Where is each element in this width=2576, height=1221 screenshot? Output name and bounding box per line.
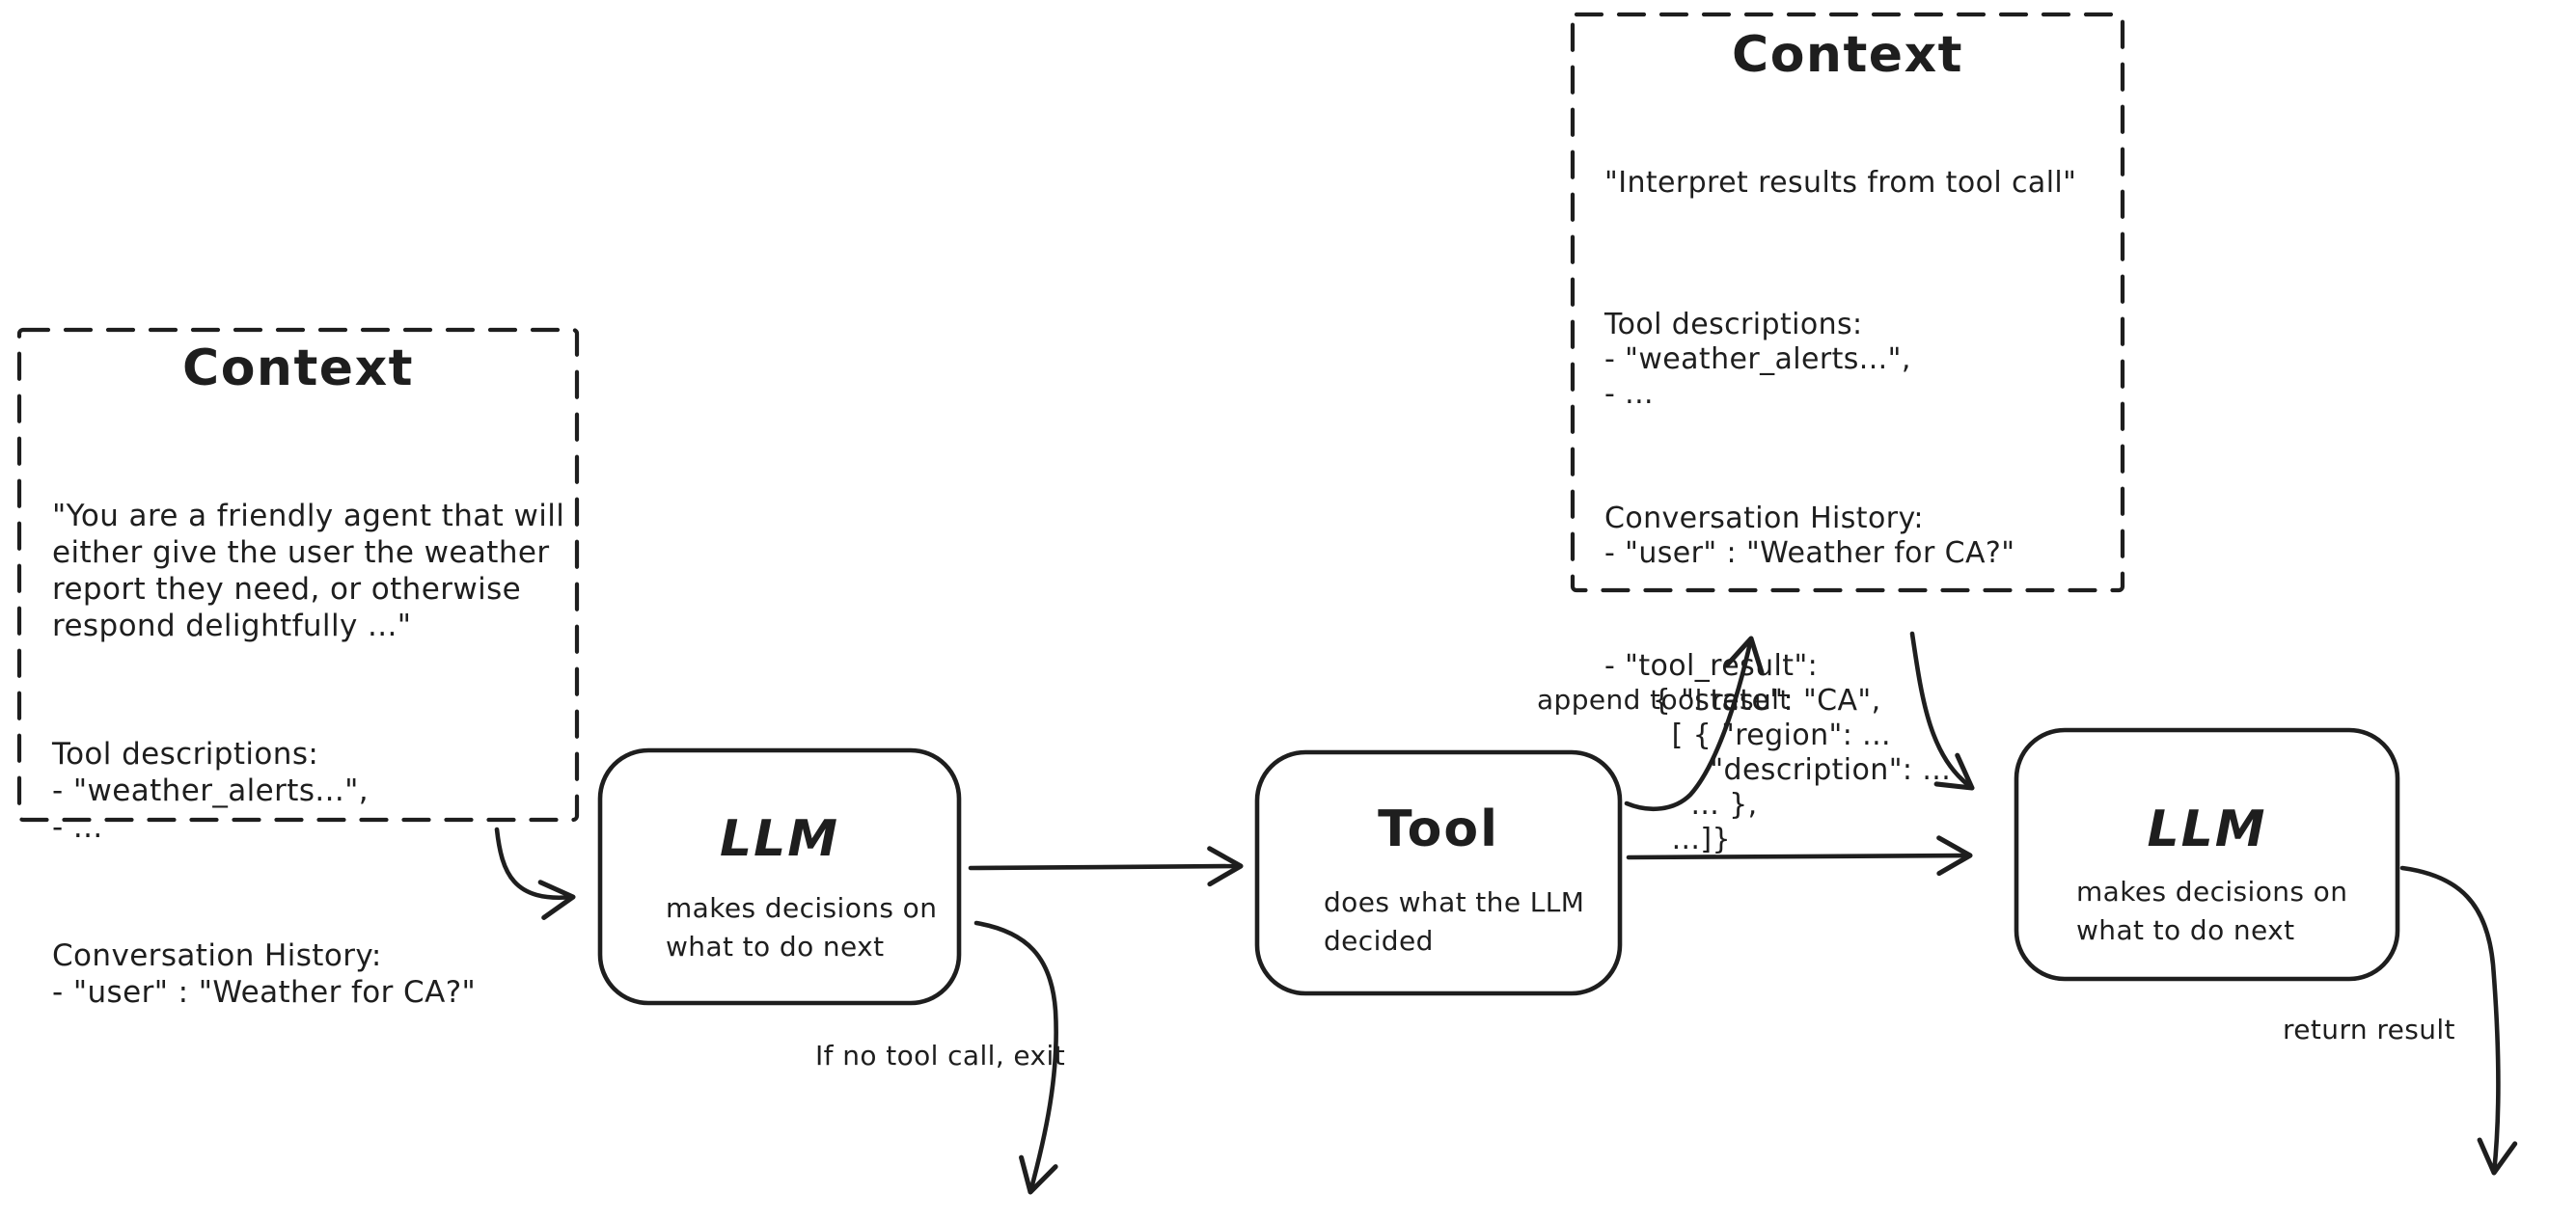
context-left-title: Context bbox=[182, 339, 414, 397]
context-top-body: "Interpret results from tool call" Tool … bbox=[1604, 96, 2106, 927]
tool-node-outline bbox=[1254, 749, 1623, 996]
context-top-box-outline bbox=[1570, 12, 2125, 593]
context-left-body: "You are a friendly agent that will eith… bbox=[52, 424, 573, 1084]
tool-node-title: Tool bbox=[1378, 800, 1499, 858]
arrow-tool-to-context-top bbox=[1624, 636, 1765, 811]
llm1-node-subtitle: makes decisions on what to do next bbox=[666, 892, 938, 963]
arrow-llm1-to-tool bbox=[968, 846, 1244, 887]
llm2-node-outline bbox=[2014, 727, 2400, 982]
llm2-node-subtitle: makes decisions on what to do next bbox=[2076, 876, 2348, 946]
context-top-title: Context bbox=[1732, 26, 1963, 84]
context-left-conversation-history: Conversation History: - "user" : "Weathe… bbox=[52, 938, 477, 1010]
context-left-system-prompt: "You are a friendly agent that will eith… bbox=[52, 499, 565, 643]
arrow-context-top-to-llm2 bbox=[1909, 631, 1975, 791]
if-no-tool-call-exit-label: If no tool call, exit bbox=[815, 1040, 1066, 1072]
context-top-system-prompt: "Interpret results from tool call" bbox=[1604, 166, 2077, 200]
append-tool-result-label: append tool result bbox=[1537, 684, 1791, 716]
arrow-llm2-return bbox=[2399, 865, 2518, 1176]
context-top-tool-result: - "tool_result": { "state": "CA", [ { "r… bbox=[1604, 649, 1952, 856]
arrow-llm1-exit bbox=[973, 920, 1058, 1195]
llm2-node-title: LLM bbox=[2147, 800, 2267, 858]
context-top-tool-descriptions: Tool descriptions: - "weather_alerts..."… bbox=[1604, 308, 1911, 411]
tool-node-subtitle: does what the LLM decided bbox=[1324, 886, 1585, 957]
context-top-conversation-history: Conversation History: - "user" : "Weathe… bbox=[1604, 502, 2015, 570]
llm1-node-title: LLM bbox=[719, 810, 839, 868]
arrow-context-left-to-llm1 bbox=[494, 827, 576, 920]
arrow-tool-to-llm2 bbox=[1626, 835, 1973, 877]
context-left-box-outline bbox=[16, 327, 580, 823]
context-left-tool-descriptions: Tool descriptions: - "weather_alerts..."… bbox=[52, 737, 370, 845]
return-result-label: return result bbox=[2283, 1014, 2455, 1045]
llm1-node-outline bbox=[597, 747, 962, 1006]
